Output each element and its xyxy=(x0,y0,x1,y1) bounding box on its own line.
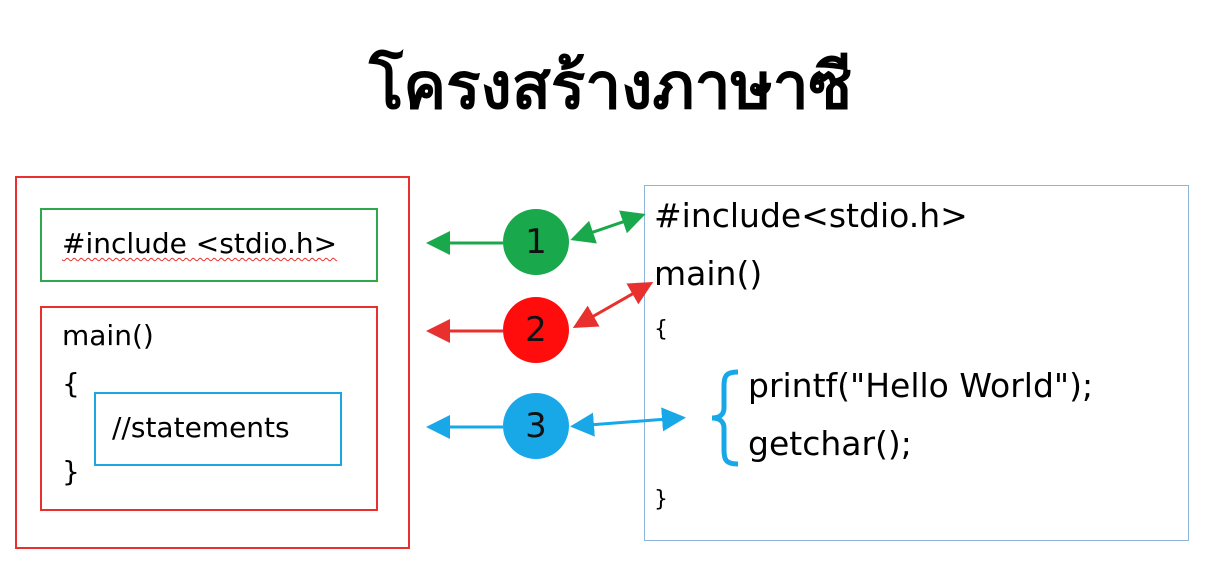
include-directive-text: #include <stdio.h> xyxy=(62,227,338,260)
main-function-label: main() xyxy=(62,319,154,352)
main-section-box xyxy=(40,306,378,511)
marker-2-label: 2 xyxy=(525,310,547,350)
statements-comment: //statements xyxy=(112,411,290,444)
arrow-1-right xyxy=(570,210,646,244)
open-brace: { xyxy=(62,367,80,400)
marker-1: 1 xyxy=(503,209,569,275)
structure-outer-frame xyxy=(15,176,410,549)
code-printf-line: printf("Hello World"); xyxy=(748,366,1094,405)
code-example-frame xyxy=(644,185,1189,541)
marker-1-label: 1 xyxy=(525,222,547,262)
arrow-2-right xyxy=(572,282,654,328)
code-open-brace: { xyxy=(654,317,668,342)
include-directive: #include <stdio.h> xyxy=(62,228,337,260)
close-brace: } xyxy=(62,455,80,488)
code-include-line: #include<stdio.h> xyxy=(654,196,968,235)
marker-2: 2 xyxy=(503,297,569,363)
statements-section-box xyxy=(94,392,342,466)
code-getchar-line: getchar(); xyxy=(748,424,912,463)
code-close-brace: } xyxy=(654,487,668,512)
marker-3: 3 xyxy=(503,393,569,459)
arrow-3-right xyxy=(570,407,686,437)
statements-bracket xyxy=(711,369,739,467)
marker-3-label: 3 xyxy=(525,406,547,446)
code-main-line: main() xyxy=(654,254,763,293)
page-title: โครงสร้างภาษาซี xyxy=(368,50,853,124)
include-section-box xyxy=(40,208,378,282)
